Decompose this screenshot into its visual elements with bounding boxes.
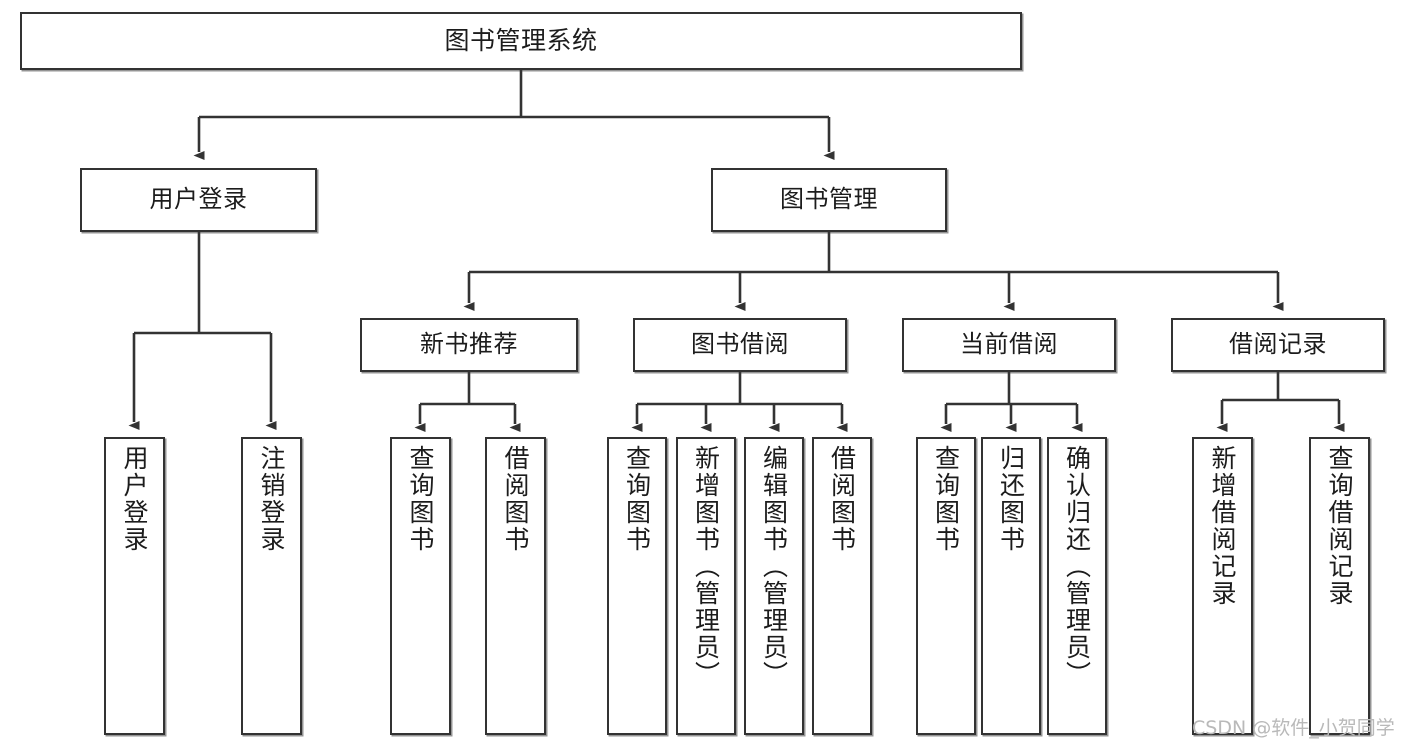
node-new-book-recommend[interactable]: 新书推荐 [360,318,578,372]
node-book-borrow[interactable]: 图书借阅 [633,318,847,372]
node-root-label: 图书管理系统 [444,25,598,55]
node-borrow-record-label: 借阅记录 [1229,330,1327,359]
node-leaf-edit-book[interactable]: 编辑图书（管理员） [744,437,804,735]
node-leaf-return-book-label: 归还图书 [996,445,1026,553]
node-user-login[interactable]: 用户登录 [80,168,317,232]
node-leaf-borrow-book-2-label: 借阅图书 [827,445,857,553]
node-leaf-edit-book-label: 编辑图书（管理员） [759,445,789,688]
node-leaf-query-book-2[interactable]: 查询图书 [607,437,667,735]
node-leaf-query-book-3-label: 查询图书 [931,445,961,553]
node-leaf-user-login-label: 用户登录 [120,445,149,553]
node-borrow-record[interactable]: 借阅记录 [1171,318,1385,372]
node-leaf-user-login[interactable]: 用户登录 [104,437,165,735]
node-leaf-add-record[interactable]: 新增借阅记录 [1192,437,1253,735]
node-leaf-query-book-1-label: 查询图书 [406,445,435,553]
node-book-manage[interactable]: 图书管理 [711,168,947,232]
node-user-login-label: 用户登录 [149,185,248,214]
node-current-borrow[interactable]: 当前借阅 [902,318,1116,372]
node-leaf-add-book[interactable]: 新增图书（管理员） [676,437,736,735]
node-leaf-add-book-label: 新增图书（管理员） [691,445,721,688]
node-leaf-confirm-return-label: 确认归还（管理员） [1062,445,1092,688]
node-leaf-user-logout[interactable]: 注销登录 [241,437,302,735]
node-leaf-confirm-return[interactable]: 确认归还（管理员） [1047,437,1107,735]
node-leaf-return-book[interactable]: 归还图书 [981,437,1041,735]
node-leaf-query-book-1[interactable]: 查询图书 [390,437,451,735]
node-leaf-borrow-book-1[interactable]: 借阅图书 [485,437,546,735]
node-leaf-query-book-2-label: 查询图书 [622,445,652,553]
node-current-borrow-label: 当前借阅 [960,330,1058,359]
node-root[interactable]: 图书管理系统 [20,12,1022,70]
watermark: CSDN @软件_小贺同学 [1192,717,1395,739]
node-leaf-borrow-book-2[interactable]: 借阅图书 [812,437,872,735]
node-leaf-query-book-3[interactable]: 查询图书 [916,437,976,735]
node-leaf-query-record[interactable]: 查询借阅记录 [1309,437,1370,735]
node-leaf-borrow-book-1-label: 借阅图书 [501,445,530,553]
node-book-manage-label: 图书管理 [780,185,878,214]
node-new-book-recommend-label: 新书推荐 [420,330,518,359]
node-leaf-user-logout-label: 注销登录 [257,445,286,553]
node-leaf-add-record-label: 新增借阅记录 [1208,445,1237,607]
node-book-borrow-label: 图书借阅 [691,330,789,359]
node-leaf-query-record-label: 查询借阅记录 [1325,445,1354,607]
